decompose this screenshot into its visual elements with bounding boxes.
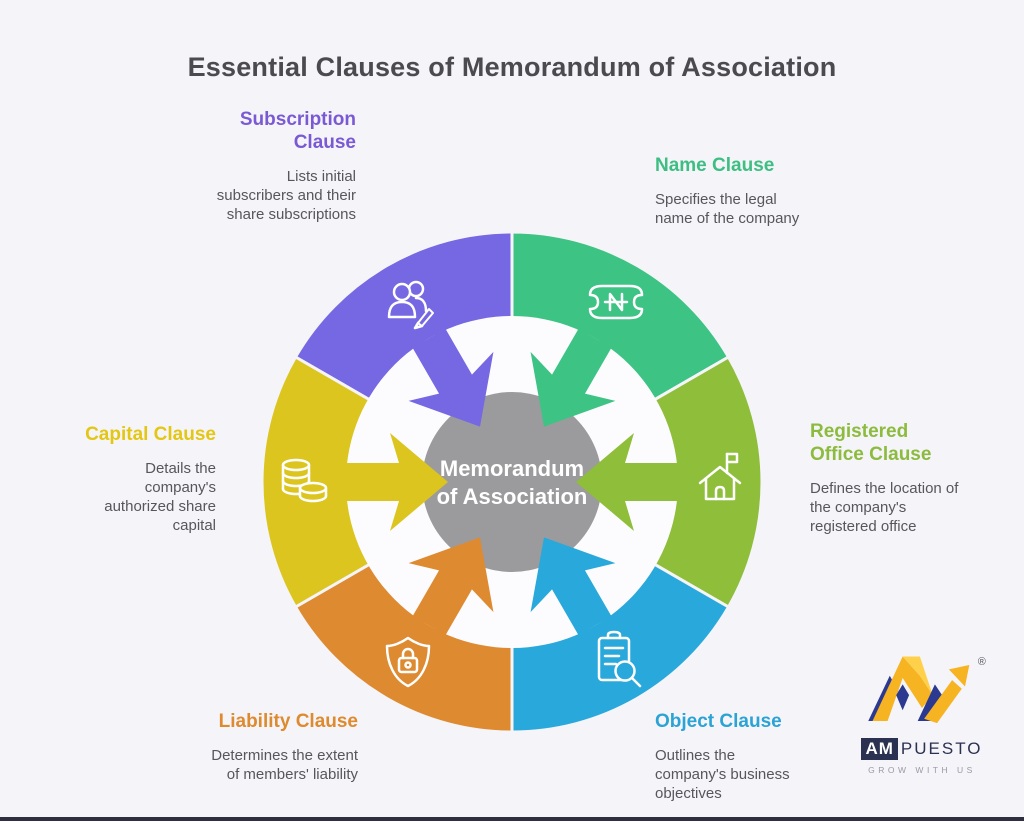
- clause-liability: Liability Clause Determines the extent o…: [163, 710, 358, 784]
- center-label-line2: of Association: [437, 484, 588, 509]
- subscribers-pencil-icon: [387, 280, 434, 330]
- clause-subscription-description: Lists initial subscribers and their shar…: [216, 168, 356, 224]
- clause-registered-office-description: Defines the location of the company's re…: [810, 480, 959, 536]
- clause-subscription-title: Subscription Clause: [239, 109, 356, 154]
- shield-lock-icon: [385, 636, 431, 688]
- ampuesto-logo-icon: ®: [868, 656, 986, 724]
- page-title: Essential Clauses of Memorandum of Assoc…: [187, 52, 837, 82]
- clause-name-description: Specifies the legal name of the company: [655, 191, 800, 228]
- logo-puesto-text: PUESTO: [900, 739, 983, 758]
- coins-icon: [281, 458, 328, 503]
- arrow-name: [530, 328, 616, 427]
- center-circle: [422, 392, 602, 572]
- logo-tagline: GROW WITH US: [868, 765, 976, 775]
- clause-capital-description: Details the company's authorized share c…: [104, 460, 216, 535]
- arrow-subscription: [408, 328, 494, 427]
- bottom-edge-strip: [0, 817, 1024, 821]
- logo-am-text: AM: [861, 738, 898, 760]
- house-flag-icon: [698, 452, 742, 501]
- center-label-line1: Memorandum: [440, 456, 584, 481]
- clause-object: Object Clause Outlines the company's bus…: [655, 710, 815, 803]
- clauses-wheel-diagram: Memorandum of Association: [260, 230, 764, 734]
- arrow-registered-office: [576, 433, 678, 531]
- clause-capital-title: Capital Clause: [85, 424, 216, 445]
- ampuesto-wordmark: AM PUESTO: [846, 738, 998, 760]
- clause-registered-office-title: Registered Office Clause: [810, 421, 932, 466]
- clause-registered-office: Registered Office Clause Defines the loc…: [810, 420, 962, 536]
- arrow-capital: [346, 433, 448, 531]
- clause-object-description: Outlines the company's business objectiv…: [655, 747, 790, 803]
- clipboard-magnifier-icon: [597, 630, 642, 688]
- arrow-object: [530, 537, 616, 636]
- clause-subscription: Subscription Clause Lists initial subscr…: [186, 108, 356, 224]
- clause-object-title: Object Clause: [655, 711, 782, 732]
- arrow-liability: [408, 537, 494, 636]
- name-tag-icon: [588, 284, 644, 320]
- registered-mark: ®: [978, 656, 986, 668]
- clause-name-title: Name Clause: [655, 155, 775, 176]
- clause-liability-description: Determines the extent of members' liabil…: [211, 747, 358, 784]
- ampuesto-logo: ® AM PUESTO GROW WITH US: [846, 650, 998, 775]
- clause-liability-title: Liability Clause: [218, 711, 358, 732]
- clause-name: Name Clause Specifies the legal name of …: [655, 154, 805, 228]
- clause-capital: Capital Clause Details the company's aut…: [64, 423, 216, 535]
